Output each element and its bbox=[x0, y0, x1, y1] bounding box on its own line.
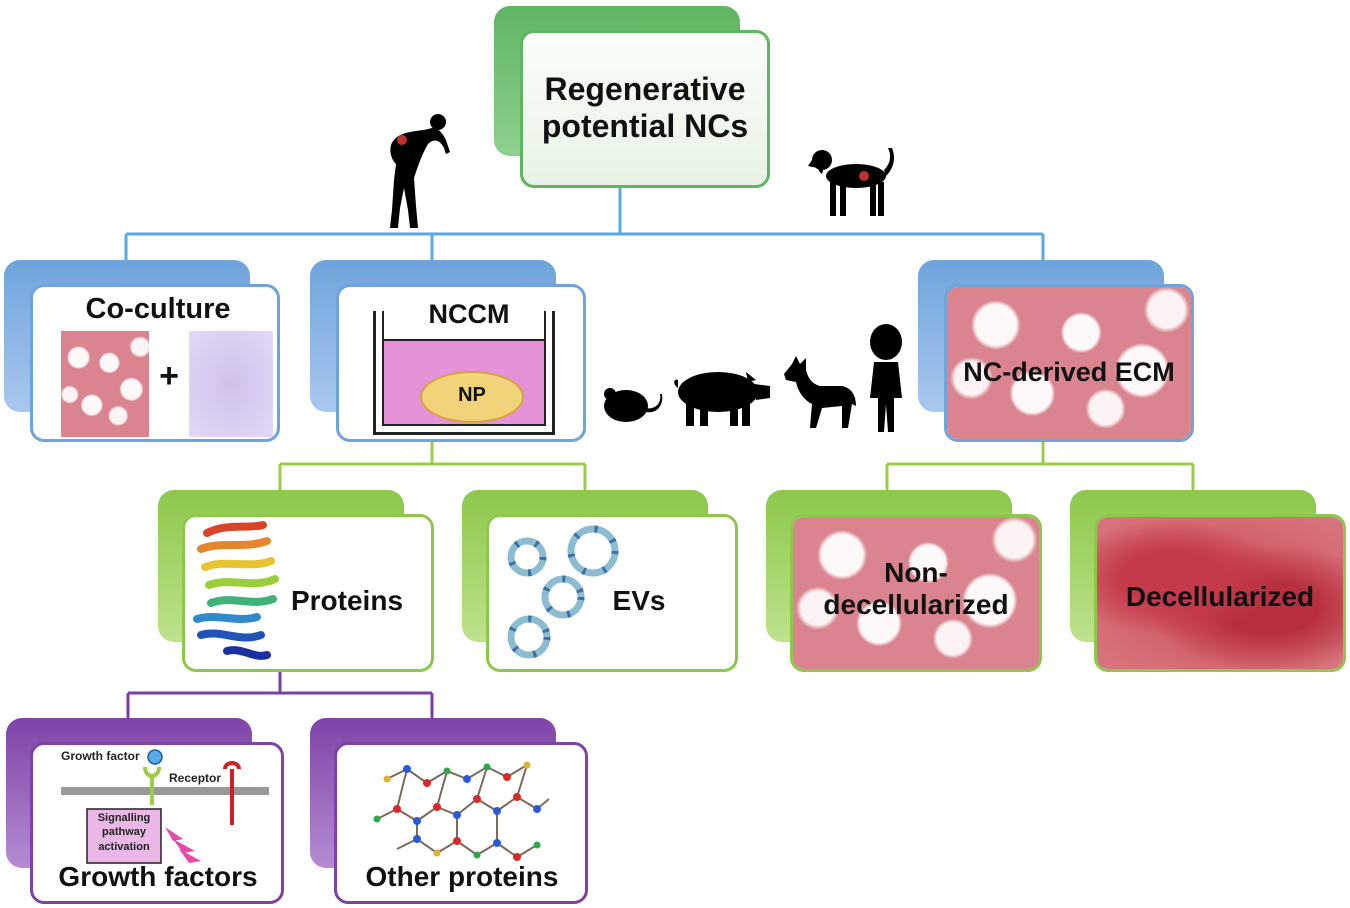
plus-sign: + bbox=[159, 357, 179, 395]
decell-tissue-image bbox=[1097, 517, 1343, 669]
coculture-node-card: Co-culture + bbox=[30, 284, 280, 442]
dog-icon bbox=[808, 148, 894, 216]
receptor-diagram-icon bbox=[61, 749, 269, 864]
evs-node-card: EVs bbox=[486, 514, 738, 672]
growth-factors-label: Growth factors bbox=[58, 861, 258, 892]
nccm-node-card: NP NCCM bbox=[336, 284, 586, 442]
molecule-structure-icon bbox=[373, 761, 550, 861]
receptor-text: Receptor bbox=[169, 771, 222, 785]
root-node: Regenerative potential NCs bbox=[494, 6, 774, 192]
root-label: Regenerative potential NCs bbox=[541, 71, 749, 144]
nondecell-tissue-image bbox=[793, 517, 1039, 669]
growth-factor-text: Growth factor bbox=[61, 749, 140, 763]
nc-tissue-image bbox=[61, 331, 149, 437]
ecm-node-card: NC-derived ECM bbox=[944, 284, 1194, 442]
np-label: NP bbox=[458, 384, 486, 406]
nondecell-node: Non-decellularized bbox=[766, 490, 1046, 678]
nccm-node: NP NCCM bbox=[310, 260, 590, 446]
culture-well: NP bbox=[373, 311, 555, 435]
growth-factors-node: Growth factor Receptor Signalling pathwa… bbox=[6, 718, 286, 906]
protein-structure-icon bbox=[193, 521, 279, 660]
other-proteins-label: Other proteins bbox=[365, 861, 559, 892]
cell-culture-image bbox=[189, 331, 273, 437]
root-node-card: Regenerative potential NCs bbox=[520, 30, 770, 188]
decell-node: Decellularized bbox=[1070, 490, 1350, 678]
nondecell-label: Non-decellularized bbox=[823, 557, 1009, 621]
shepherd-dog-icon bbox=[784, 356, 856, 428]
decell-label: Decellularized bbox=[1125, 581, 1315, 612]
ecm-label: NC-derived ECM bbox=[963, 357, 1175, 387]
proteins-node-card: Proteins bbox=[182, 514, 434, 672]
np-ellipse bbox=[420, 371, 524, 423]
human-back-pain-icon bbox=[390, 114, 450, 228]
evs-node: EVs bbox=[462, 490, 742, 678]
ecm-tissue-image bbox=[947, 287, 1191, 439]
proteins-node: Proteins bbox=[158, 490, 438, 678]
other-proteins-node: Other proteins bbox=[310, 718, 590, 906]
nccm-label: NCCM bbox=[428, 299, 510, 329]
child-icon bbox=[870, 324, 902, 432]
decell-node-card: Decellularized bbox=[1094, 514, 1346, 672]
proteins-label: Proteins bbox=[290, 585, 404, 616]
coculture-label: Co-culture bbox=[85, 293, 231, 325]
evs-label: EVs bbox=[612, 585, 666, 616]
mouse-icon bbox=[604, 388, 663, 422]
other-proteins-node-card: Other proteins bbox=[334, 742, 588, 904]
vesicles-icon bbox=[507, 525, 619, 659]
pig-icon bbox=[674, 372, 770, 426]
signalling-text: Signalling pathway activation bbox=[97, 812, 151, 853]
coculture-node: Co-culture + bbox=[4, 260, 284, 446]
culture-well-inner bbox=[382, 311, 546, 426]
ecm-node: NC-derived ECM bbox=[918, 260, 1198, 446]
growth-factors-node-card: Growth factor Receptor Signalling pathwa… bbox=[30, 742, 284, 904]
nondecell-node-card: Non-decellularized bbox=[790, 514, 1042, 672]
